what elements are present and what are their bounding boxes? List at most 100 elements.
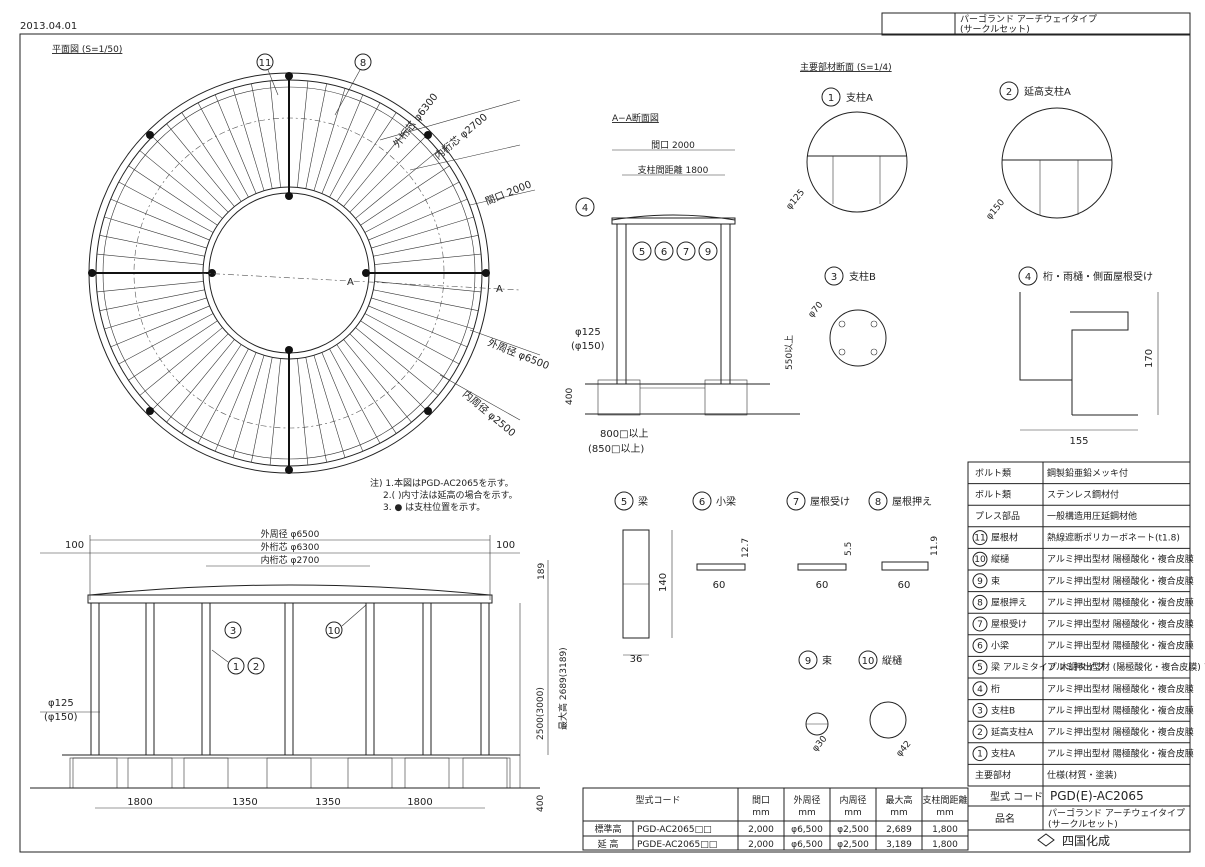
rafter-line: [349, 136, 426, 213]
aa-callout-9: 9: [705, 247, 711, 258]
rafter-line: [152, 333, 229, 410]
spec-header: 最大高: [885, 794, 912, 806]
rafter-line: [371, 297, 474, 330]
rafter-line: [96, 253, 204, 265]
part-material: 鋼製鉛亜鉛メッキ付: [1047, 467, 1128, 479]
spec-header: 支柱間距離: [922, 794, 967, 806]
spec-value: φ2,500: [837, 825, 869, 835]
rafter-line: [374, 281, 482, 293]
m7-name: 屋根受け: [810, 495, 850, 508]
m8-h: 11.9: [930, 536, 940, 556]
elev-post: [90, 602, 100, 756]
rafter-line: [139, 327, 223, 396]
rafter-line: [313, 355, 346, 458]
elev-callout-1: 1: [233, 662, 239, 673]
part-name: 屋根材: [991, 532, 1018, 544]
elev-post: [145, 602, 155, 756]
plan-outer-beam-label: 外桁芯 φ6300: [390, 90, 440, 149]
part-num: 2: [977, 728, 983, 738]
aa-callout-4: 4: [582, 203, 588, 214]
title-line2: (サークルセット): [960, 24, 1030, 35]
rafter-line: [166, 339, 235, 423]
aa-post-dia-alt: (φ150): [571, 341, 605, 352]
rafter-line: [373, 289, 479, 311]
elev-footing: [72, 757, 118, 789]
part-name: 支柱A: [991, 748, 1016, 760]
rafter-line: [96, 281, 204, 293]
model-value: PGD(E)-AC2065: [1050, 789, 1144, 803]
m7-num: 7: [793, 497, 799, 508]
m5-num: 5: [621, 497, 627, 508]
part-material: 一般構造用圧延鋼材他: [1047, 510, 1137, 522]
part-material: アルミ押出型材 陽極酸化・複合皮膜: [1047, 726, 1194, 738]
company-name: 四国化成: [1062, 834, 1110, 848]
spec-value: 3,189: [886, 840, 912, 850]
rafter-line: [355, 327, 439, 396]
elev-footing: [462, 757, 508, 789]
part-material: アルミ押出型材 陽極酸化・複合皮膜: [1047, 683, 1194, 695]
rafter-line: [214, 94, 257, 194]
rafter-line: [139, 150, 223, 219]
m6-w: 60: [713, 580, 726, 591]
drawing-date: 2013.04.01: [20, 21, 77, 32]
spec-value: 1,800: [932, 840, 958, 850]
rafter-line: [110, 305, 210, 348]
part-material: アルミ押出型材 陽極酸化・複合皮膜: [1047, 553, 1194, 565]
rafter-line: [355, 150, 439, 219]
m10-name: 縦樋: [882, 654, 902, 667]
part-name: 屋根受け: [991, 618, 1027, 630]
rafter-line: [110, 198, 210, 241]
part-name: ボルト類: [975, 489, 1011, 500]
m5-name: 梁: [638, 495, 648, 508]
post-marker: [88, 269, 96, 277]
product-value-1: パーゴランド アーチウェイタイプ: [1048, 807, 1185, 819]
sheet-border: [19, 33, 1191, 853]
part-num: 1: [977, 750, 983, 760]
elev-span-3: 1350: [315, 797, 340, 808]
inner-ring: [208, 192, 370, 354]
elev-span-4: 1800: [407, 797, 432, 808]
post-marker: [146, 131, 154, 139]
spec-value: 2,000: [748, 825, 774, 835]
part-num: 3: [977, 706, 983, 716]
rafter-line: [269, 80, 281, 188]
plan-outer-dia-label: 外周径 φ6500: [486, 336, 551, 372]
m5-h: 140: [658, 573, 669, 592]
rafter-line: [321, 352, 364, 452]
elev-callout-10: 10: [328, 626, 341, 637]
spec-type: 延 高: [598, 838, 619, 850]
rafter-line: [364, 313, 460, 365]
elev-span-1: 1800: [127, 797, 152, 808]
m4-h: 170: [1144, 349, 1155, 368]
rafter-line: [305, 357, 327, 463]
m9-dia: φ30: [811, 734, 830, 754]
rafter-line: [364, 181, 460, 233]
part-num: 10: [974, 555, 986, 565]
aa-dim-550: 550以上: [784, 335, 795, 370]
part-num: 7: [977, 620, 983, 630]
m3-name: 支柱B: [849, 270, 876, 283]
part-material: ステンレス鋼材付: [1047, 488, 1119, 500]
elev-post-dia-alt: (φ150): [44, 712, 78, 723]
rafter-line: [371, 216, 474, 249]
rafter-line: [297, 80, 309, 188]
m6-name: 小梁: [716, 495, 736, 508]
rafter-line: [360, 320, 450, 381]
elev-post: [365, 602, 375, 756]
spec-code: PGD-AC2065□□: [637, 825, 712, 835]
elev-footing: [404, 757, 450, 789]
m8-w: 60: [898, 580, 911, 591]
part-material: アルミ押出型材 陽極酸化・複合皮膜: [1047, 640, 1194, 652]
spec-value: φ6,500: [791, 825, 823, 835]
m2-num: 2: [1006, 87, 1012, 98]
m6-section: [696, 563, 746, 571]
m6-h: 12.7: [741, 538, 751, 558]
spec-value: 2,000: [748, 840, 774, 850]
rafter-line: [368, 305, 468, 348]
elev-outer-dia: 外周径 φ6500: [261, 528, 320, 540]
spec-unit: mm: [798, 808, 816, 818]
rafter-line: [166, 123, 235, 207]
section-aa-view: 間口 2000 支柱間距離 1800 400 550以上 800□以上 (850…: [565, 140, 800, 455]
aa-post-span: 支柱間距離 1800: [638, 164, 709, 176]
